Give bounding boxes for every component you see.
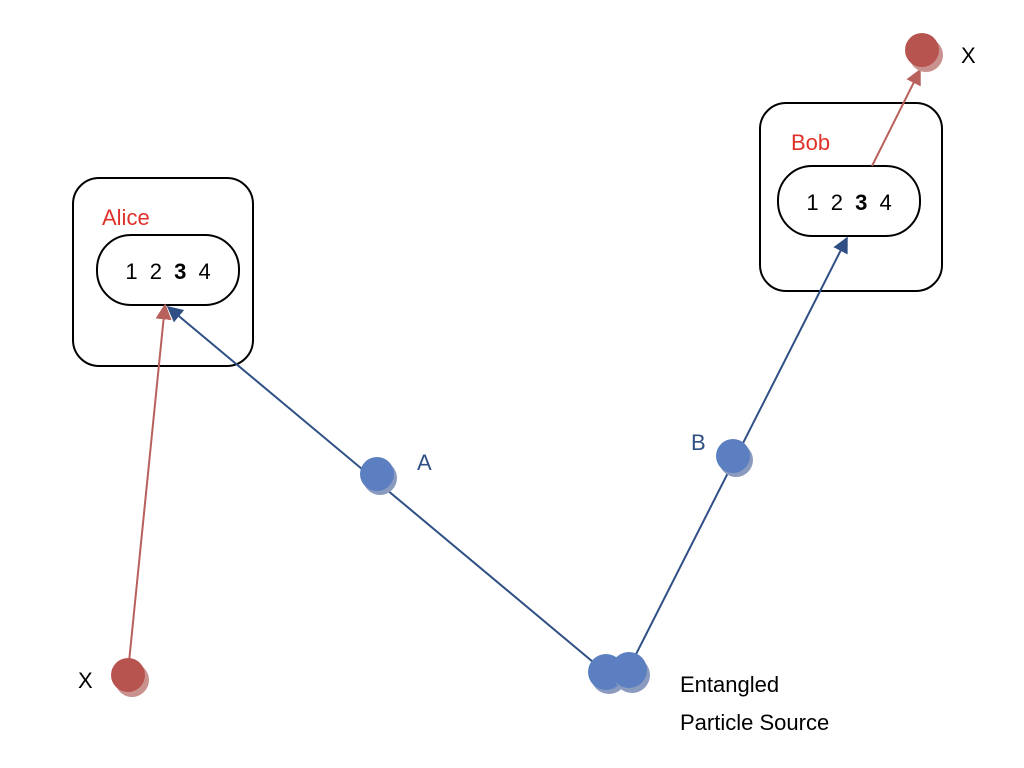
bob-setting-1: 1 [806,190,818,215]
path-bob-to-x [871,68,921,167]
alice-setting-2: 2 [150,259,162,284]
bob-setting-selector[interactable] [777,165,921,237]
particle-a-dot [360,457,394,491]
alice-setting-values: 1 2 3 4 [125,259,210,284]
path-x-to-alice [127,303,172,673]
particle-x-top-label: X [961,43,976,68]
alice-setting-3-selected: 3 [174,259,186,284]
particle-b-label: B [691,430,706,455]
bob-setting-2: 2 [831,190,843,215]
particle-b-dot [716,439,750,473]
particle-a: A [360,450,432,495]
particle-a-label: A [417,450,432,475]
source-label: Entangled Particle Source [680,672,829,735]
bob-setting-4: 4 [879,190,891,215]
entangled-pair [588,652,650,694]
source-label-line-1: Entangled [680,672,779,697]
source-label-line-2: Particle Source [680,710,829,735]
bob-station: Bob 1 2 3 4 [759,102,943,292]
particle-x-bottom: X [78,658,149,697]
particle-b: B [691,430,753,477]
entangled-particle-right [611,652,647,688]
alice-setting-4: 4 [198,259,210,284]
particle-x-bottom-label: X [78,668,93,693]
alice-station: Alice 1 2 3 4 [72,177,254,367]
bob-setting-3-selected: 3 [855,190,867,215]
particle-x-bottom-dot [111,658,145,692]
alice-setting-1: 1 [125,259,137,284]
particle-x-top: X [905,33,976,72]
alice-station-title: Alice [102,205,150,230]
bob-setting-values: 1 2 3 4 [806,190,891,215]
bob-station-title: Bob [791,130,830,155]
particle-x-top-dot [905,33,939,67]
